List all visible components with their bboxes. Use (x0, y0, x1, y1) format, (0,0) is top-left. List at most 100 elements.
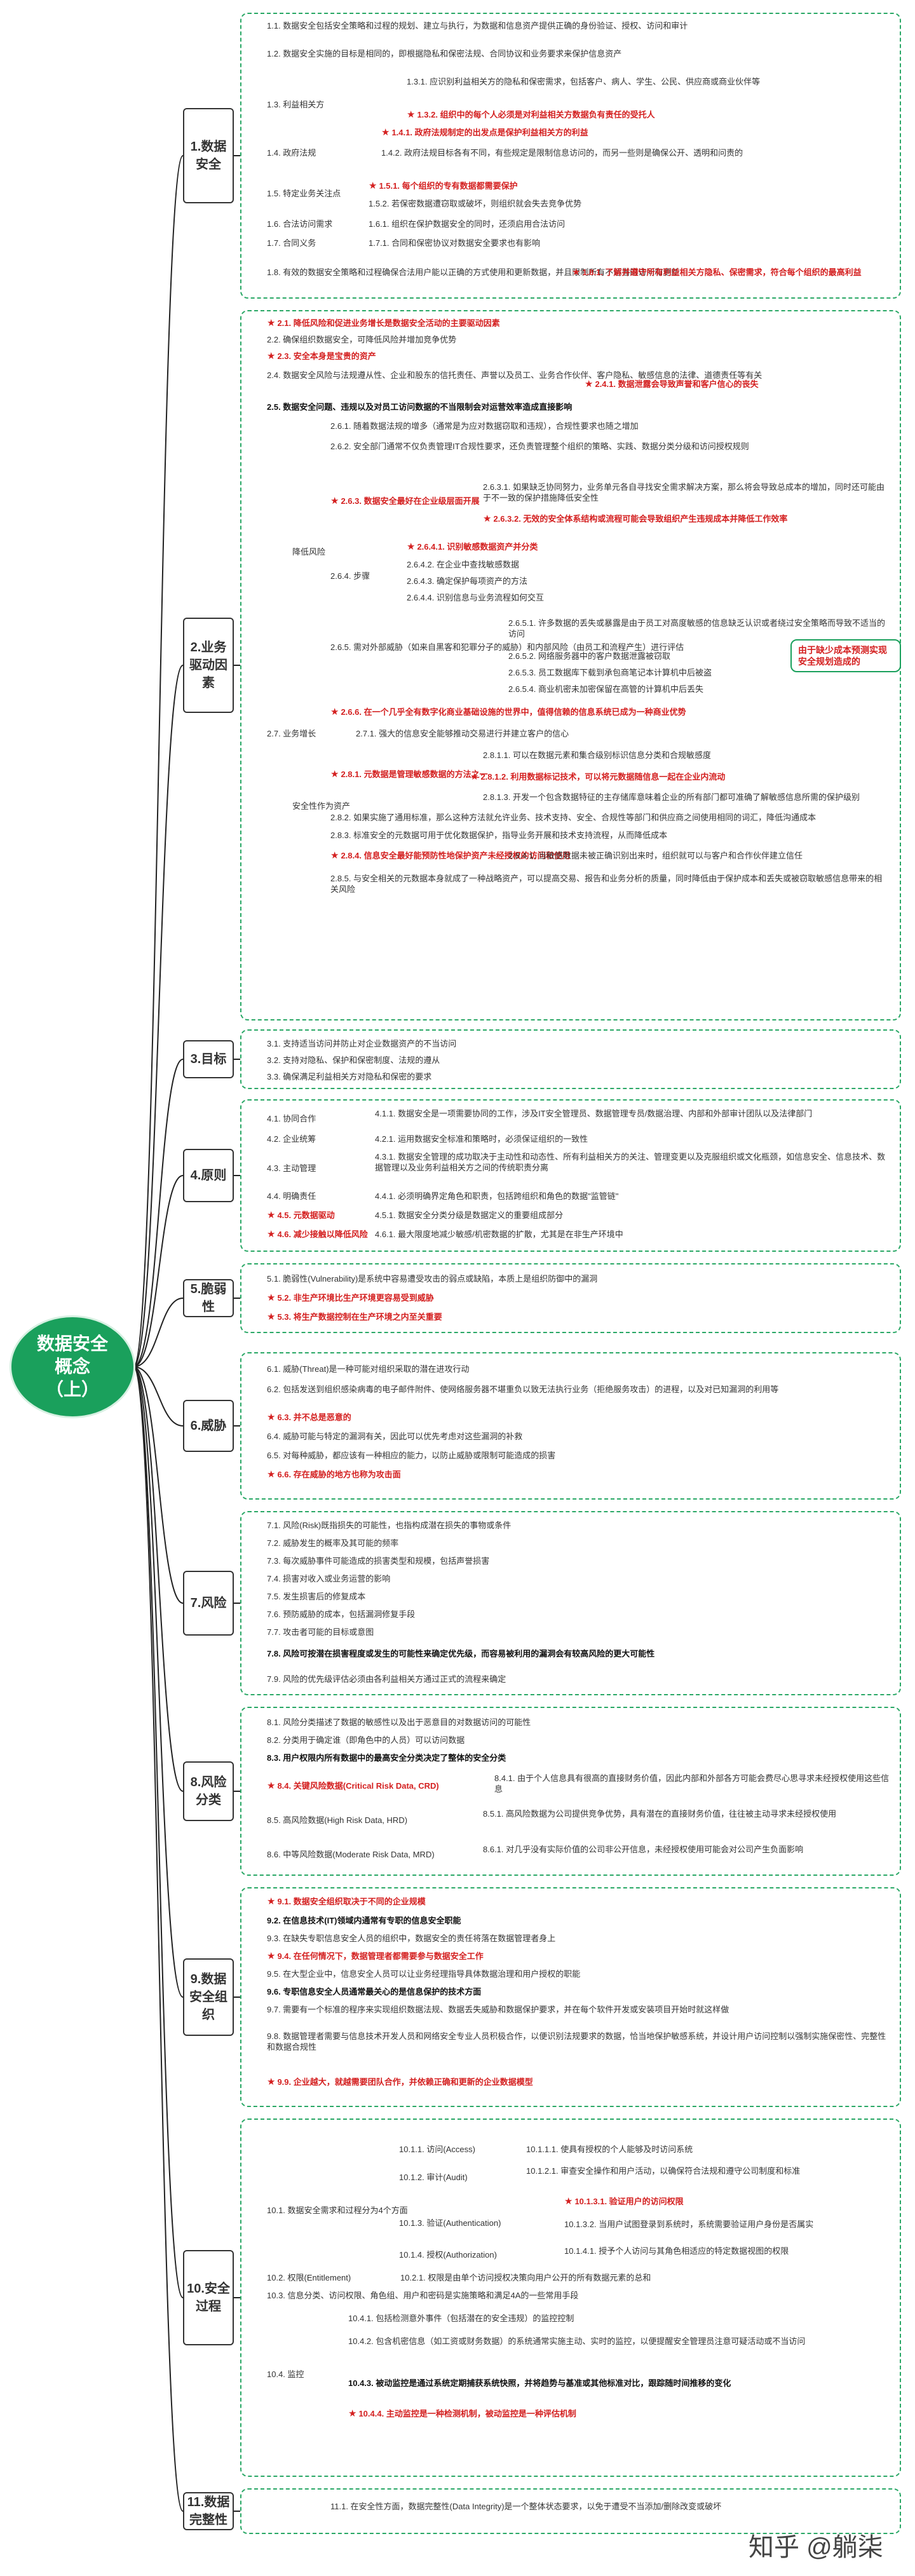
topic-item[interactable]: 2.6.4.3. 确定保护每项资产的方法 (407, 576, 527, 586)
topic-item[interactable]: 10.1.2. 审计(Audit) (399, 2172, 468, 2183)
topic-item[interactable]: 6.2. 包括发送到组织感染病毒的电子邮件附件、使网络服务器不堪重负以致无法执行… (267, 1384, 778, 1395)
topic-item[interactable]: 3.2. 支持对隐私、保护和保密制度、法规的遵从 (267, 1055, 440, 1066)
topic-item[interactable]: 10.2.1. 权限是由单个访问授权决策向用户公开的所有数据元素的总和 (400, 2272, 651, 2283)
topic-item[interactable]: 2.6.5.3. 员工数据库下载到承包商笔记本计算机中后被盗 (508, 667, 712, 678)
topic-item[interactable]: 2.8.2. 如果实施了通用标准，那么这种方法就允许业务、技术支持、安全、合规性… (330, 812, 816, 823)
topic-item[interactable]: 9.5. 在大型企业中，信息安全人员可以让业务经理指导具体数据治理和用户授权的职… (267, 1969, 580, 1979)
topic-item[interactable]: 2.6.1. 随着数据法规的增多（通常是为应对数据窃取和违规），合规性要求也随之… (330, 421, 639, 431)
topic-item[interactable]: 10.2. 权限(Entitlement) (267, 2272, 351, 2283)
topic-item[interactable]: 2.6.2. 安全部门通常不仅负责管理IT合规性要求，还负责管理整个组织的策略、… (330, 441, 749, 452)
topic-item[interactable]: ★1.5.1. 每个组织的专有数据都需要保护 (369, 180, 518, 191)
root-topic[interactable]: 数据安全 概念 （上） (11, 1317, 133, 1416)
topic-item[interactable]: 4.1.1. 数据安全是一项需要协同的工作，涉及IT安全管理员、数据管理专员/数… (375, 1108, 812, 1119)
topic-item[interactable]: 1.5. 特定业务关注点 (267, 188, 341, 199)
topic-item[interactable]: ★10.1.3.1. 验证用户的访问权限 (564, 2196, 684, 2207)
topic-item[interactable]: 8.4.1. 由于个人信息具有很高的直接财务价值，因此内部和外部各方可能会费尽心… (494, 1773, 890, 1794)
topic-item[interactable]: ★5.3. 将生产数据控制在生产环境之内至关重要 (267, 1312, 442, 1322)
topic-item[interactable]: ★1.8.1. 了解并遵守所有利益相关方隐私、保密需求，符合每个组织的最高利益 (572, 267, 862, 278)
topic-item[interactable]: 2.7. 业务增长 (267, 728, 316, 739)
topic-item[interactable]: 降低风险 (292, 546, 325, 557)
category-s2[interactable]: 2.业务驱动因素 (183, 618, 234, 713)
topic-item[interactable]: ★9.9. 企业越大，就越需要团队合作，并依赖正确和更新的企业数据模型 (267, 2077, 533, 2087)
topic-item[interactable]: ★6.6. 存在威胁的地方也称为攻击面 (267, 1469, 401, 1480)
topic-item[interactable]: 8.5.1. 高风险数据为公司提供竞争优势，具有潜在的直接财务价值，往往被主动寻… (483, 1808, 836, 1819)
topic-item[interactable]: 10.3. 信息分类、访问权限、角色组、用户和密码是实施策略和满足4A的一些常用… (267, 2290, 578, 2301)
topic-item[interactable]: ★4.5. 元数据驱动 (267, 1210, 335, 1221)
topic-item[interactable]: 10.1.4.1. 授予个人访问与其角色相适应的特定数据视图的权限 (564, 2246, 789, 2256)
topic-item[interactable]: 7.5. 发生损害后的修复成本 (267, 1591, 365, 1602)
topic-item[interactable]: ★2.6.3.2. 无效的安全体系结构或流程可能会导致组织产生违规成本并降低工作… (483, 513, 787, 524)
topic-item[interactable]: 8.2. 分类用于确定谁（即角色中的人员）可以访问数据 (267, 1735, 464, 1746)
topic-item[interactable]: 9.6. 专职信息安全人员通常最关心的是信息保护的技术方面 (267, 1986, 481, 1997)
topic-item[interactable]: 4.1. 协同合作 (267, 1113, 316, 1124)
topic-item[interactable]: 6.1. 威胁(Threat)是一种可能对组织采取的潜在进攻行动 (267, 1364, 470, 1374)
topic-item[interactable]: 1.3.1. 应识别利益相关方的隐私和保密需求，包括客户、病人、学生、公民、供应… (407, 76, 760, 87)
topic-item[interactable]: 1.8. 有效的数据安全策略和过程确保合法用户能以正确的方式使用和更新数据，并且… (267, 267, 679, 278)
topic-item[interactable]: 4.3. 主动管理 (267, 1163, 316, 1174)
topic-item[interactable]: 2.6.5.4. 商业机密未加密保留在高管的计算机中后丢失 (508, 684, 703, 695)
topic-item[interactable]: 9.3. 在缺失专职信息安全人员的组织中，数据安全的责任将落在数据管理者身上 (267, 1933, 555, 1944)
topic-item[interactable]: 安全性作为资产 (292, 801, 350, 811)
topic-item[interactable]: 2.6.4. 步骤 (330, 571, 370, 581)
topic-item[interactable]: 1.1. 数据安全包括安全策略和过程的规划、建立与执行，为数据和信息资产提供正确… (267, 20, 688, 31)
topic-item[interactable]: 3.3. 确保满足利益相关方对隐私和保密的要求 (267, 1071, 431, 1082)
topic-item[interactable]: 2.6.4.4. 识别信息与业务流程如何交互 (407, 592, 544, 603)
topic-item[interactable]: 1.7. 合同义务 (267, 238, 316, 248)
topic-item[interactable]: 1.7.1. 合同和保密协议对数据安全要求也有影响 (369, 238, 540, 248)
topic-item[interactable]: 2.5. 数据安全问题、违规以及对员工访问数据的不当限制会对运营效率造成直接影响 (267, 402, 572, 412)
topic-item[interactable]: 8.1. 风险分类描述了数据的敏感性以及出于恶意目的对数据访问的可能性 (267, 1717, 531, 1728)
topic-item[interactable]: 1.2. 数据安全实施的目标是相同的，即根据隐私和保密法规、合同协议和业务要求来… (267, 48, 621, 59)
topic-item[interactable]: 9.7. 需要有一个标准的程序来实现组织数据法规、数据丢失威胁和数据保护要求，并… (267, 2004, 729, 2015)
topic-item[interactable]: ★2.1. 降低风险和促进业务增长是数据安全活动的主要驱动因素 (267, 318, 500, 329)
topic-item[interactable]: ★2.3. 安全本身是宝贵的资产 (267, 351, 376, 362)
topic-item[interactable]: 1.6. 合法访问需求 (267, 219, 332, 229)
topic-item[interactable]: 2.6.5.2. 网络服务器中的客户数据泄露被窃取 (508, 651, 670, 661)
topic-item[interactable]: 8.3. 用户权限内所有数据中的最高安全分类决定了整体的安全分类 (267, 1752, 506, 1763)
topic-item[interactable]: 2.7.1. 强大的信息安全能够推动交易进行并建立客户的信心 (356, 728, 569, 739)
topic-item[interactable]: 2.6.3.1. 如果缺乏协同努力，业务单元各自寻找安全需求解决方案，那么将会导… (483, 482, 890, 503)
topic-item[interactable]: 4.4. 明确责任 (267, 1191, 316, 1202)
topic-item[interactable]: 4.5.1. 数据安全分类分级是数据定义的重要组成部分 (375, 1210, 563, 1221)
topic-item[interactable]: ★2.8.1. 元数据是管理敏感数据的方法之一 (330, 769, 488, 780)
topic-item[interactable]: ★1.4.1. 政府法规制定的出发点是保护利益相关方的利益 (381, 127, 588, 138)
topic-item[interactable]: ★2.6.6. 在一个几乎全有数字化商业基础设施的世界中，值得信赖的信息系统已成… (330, 707, 686, 717)
topic-item[interactable]: 7.4. 损害对收入或业务运营的影响 (267, 1573, 390, 1584)
category-s6[interactable]: 6.威胁 (183, 1400, 234, 1452)
category-s9[interactable]: 9.数据安全组织 (183, 1958, 234, 2036)
topic-item[interactable]: 7.2. 威胁发生的概率及其可能的频率 (267, 1538, 398, 1549)
category-s10[interactable]: 10.安全过程 (183, 2250, 234, 2345)
topic-item[interactable]: 7.1. 风险(Risk)既指损失的可能性，也指构成潜在损失的事物或条件 (267, 1520, 511, 1531)
topic-item[interactable]: ★1.3.2. 组织中的每个人必须是对利益相关方数据负有责任的受托人 (407, 109, 655, 120)
topic-item[interactable]: 6.4. 威胁可能与特定的漏洞有关，因此可以优先考虑对这些漏洞的补救 (267, 1431, 522, 1442)
topic-item[interactable]: 2.6.5.1. 许多数据的丢失或暴露是由于员工对高度敏感的信息缺乏认识或者绕过… (508, 618, 890, 639)
topic-item[interactable]: 10.1.3.2. 当用户试图登录到系统时，系统需要验证用户身份是否属实 (564, 2219, 813, 2230)
topic-item[interactable]: 7.9. 风险的优先级评估必须由各利益相关方通过正式的流程来确定 (267, 1674, 506, 1685)
topic-item[interactable]: 2.6.5. 需对外部威胁（如来自黑客和犯罪分子的威胁）和内部风险（由员工和流程… (330, 642, 684, 653)
category-s4[interactable]: 4.原则 (183, 1149, 234, 1202)
category-s11[interactable]: 11.数据完整性 (183, 2492, 234, 2530)
topic-item[interactable]: 10.1.4. 授权(Authorization) (399, 2249, 497, 2260)
topic-item[interactable]: 2.2. 确保组织数据安全，可降低风险并增加竞争优势 (267, 334, 456, 345)
topic-item[interactable]: ★8.4. 关键风险数据(Critical Risk Data, CRD) (267, 1780, 439, 1791)
topic-item[interactable]: 2.8.5. 与安全相关的元数据本身就成了一种战略资产，可以提高交易、报告和业务… (330, 873, 890, 895)
topic-item[interactable]: 7.7. 攻击者可能的目标或意图 (267, 1627, 374, 1637)
topic-item[interactable]: 4.6.1. 最大限度地减少敏感/机密数据的扩散，尤其是在非生产环境中 (375, 1229, 623, 1240)
category-s7[interactable]: 7.风险 (183, 1571, 234, 1636)
topic-item[interactable]: 2.8.4.1. 当敏感数据未被正确识别出来时，组织就可以与客户和合作伙伴建立信… (508, 850, 803, 861)
topic-item[interactable]: ★5.2. 非生产环境比生产环境更容易受到威胁 (267, 1292, 434, 1303)
category-s3[interactable]: 3.目标 (183, 1040, 234, 1078)
topic-item[interactable]: 10.1.2.1. 审查安全操作和用户活动，以确保符合法规和遵守公司制度和标准 (526, 2166, 800, 2176)
topic-item[interactable]: 8.6.1. 对几乎没有实际价值的公司非公开信息，未经授权使用可能会对公司产生负… (483, 1844, 803, 1855)
topic-item[interactable]: 5.1. 脆弱性(Vulnerability)是系统中容易遭受攻击的弱点或缺陷，… (267, 1273, 597, 1284)
topic-item[interactable]: 4.4.1. 必须明确界定角色和职责，包括跨组织和角色的数据"监管链" (375, 1191, 618, 1202)
topic-item[interactable]: ★2.6.4.1. 识别敏感数据资产并分类 (407, 541, 538, 552)
topic-item[interactable]: 10.4.2. 包含机密信息（如工资或财务数据）的系统通常实施主动、实时的监控，… (348, 2336, 805, 2347)
topic-item[interactable]: 2.8.1.3. 开发一个包含数据特征的主存储库意味着企业的所有部门都可准确了解… (483, 792, 860, 803)
topic-item[interactable]: 10.1.1. 访问(Access) (399, 2144, 475, 2155)
topic-item[interactable]: 10.4. 监控 (267, 2369, 304, 2380)
topic-item[interactable]: 8.5. 高风险数据(High Risk Data, HRD) (267, 1815, 407, 1826)
topic-item[interactable]: 2.6.4.2. 在企业中查找敏感数据 (407, 559, 519, 570)
topic-item[interactable]: 1.4. 政府法规 (267, 147, 316, 158)
topic-item[interactable]: 9.8. 数据管理者需要与信息技术开发人员和网络安全专业人员积极合作，以便识别法… (267, 2031, 890, 2052)
topic-item[interactable]: 4.2.1. 运用数据安全标准和策略时，必须保证组织的一致性 (375, 1134, 588, 1144)
